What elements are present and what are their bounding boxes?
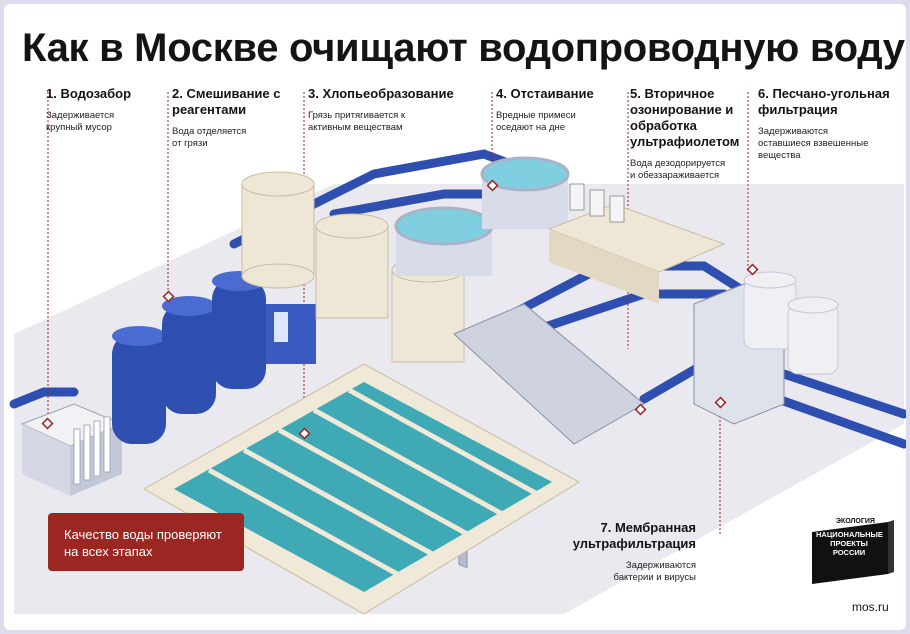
step-description: Задерживаются бактерии и вирусы <box>613 560 696 583</box>
step-3: 3. Хлопьеобразование Грязь притягивается… <box>308 86 468 134</box>
step-description: Задерживается крупный мусор <box>46 110 115 133</box>
step-heading: 1. Водозабор <box>46 86 132 101</box>
step-2: 2. Смешивание с реагентами Вода отделяет… <box>172 86 282 150</box>
step-4: 4. Отстаивание Вредные примеси оседают н… <box>496 86 606 134</box>
source-label: mos.ru <box>852 600 889 614</box>
water-basin <box>142 363 580 615</box>
mixing-tanks <box>112 271 316 444</box>
national-projects-logo <box>812 520 894 584</box>
step-description: Вредные примеси оседают на дне <box>496 110 576 133</box>
settling-tanks <box>394 156 570 276</box>
sand-carbon-filters <box>743 271 839 375</box>
step-description: Вода дезодорируется и обеззараживается <box>630 158 726 181</box>
flocculation-tanks <box>241 171 465 363</box>
step-7: 7. Мембранная ультрафильтрация Задержива… <box>564 520 696 584</box>
step-description: Грязь притягивается к активным веществам <box>308 110 406 133</box>
step-heading: 3. Хлопьеобразование <box>308 86 454 101</box>
step-description: Вода отделяется от грязи <box>172 126 247 149</box>
intake-filters <box>20 403 124 496</box>
step-1: 1. Водозабор Задерживается крупный мусор <box>46 86 156 134</box>
step-heading: 7. Мембранная ультрафильтрация <box>572 520 696 551</box>
infographic-frame: Как в Москве очищают водопроводную воду … <box>4 4 906 630</box>
step-5: 5. Вторичное озонирование и обработка ул… <box>630 86 740 182</box>
step-heading: 4. Отстаивание <box>496 86 594 101</box>
ozone-building <box>547 183 726 304</box>
quality-note: Качество воды проверяют на всех этапах <box>48 513 244 571</box>
treatment-plant-illustration <box>9 92 906 615</box>
step-heading: 2. Смешивание с реагентами <box>172 86 281 117</box>
step-heading: 6. Песчано-угольная фильтрация <box>758 86 890 117</box>
step-description: Задерживаются оставшиеся взвешенные веще… <box>758 126 869 161</box>
step-6: 6. Песчано-угольная фильтрация Задержива… <box>758 86 898 162</box>
page-title: Как в Москве очищают водопроводную воду <box>22 26 905 70</box>
logo-category: ЭКОЛОГИЯ <box>836 518 875 525</box>
step-heading: 5. Вторичное озонирование и обработка ул… <box>630 86 740 149</box>
logo-text: НАЦИОНАЛЬНЫЕ ПРОЕКТЫ РОССИИ <box>816 530 883 557</box>
